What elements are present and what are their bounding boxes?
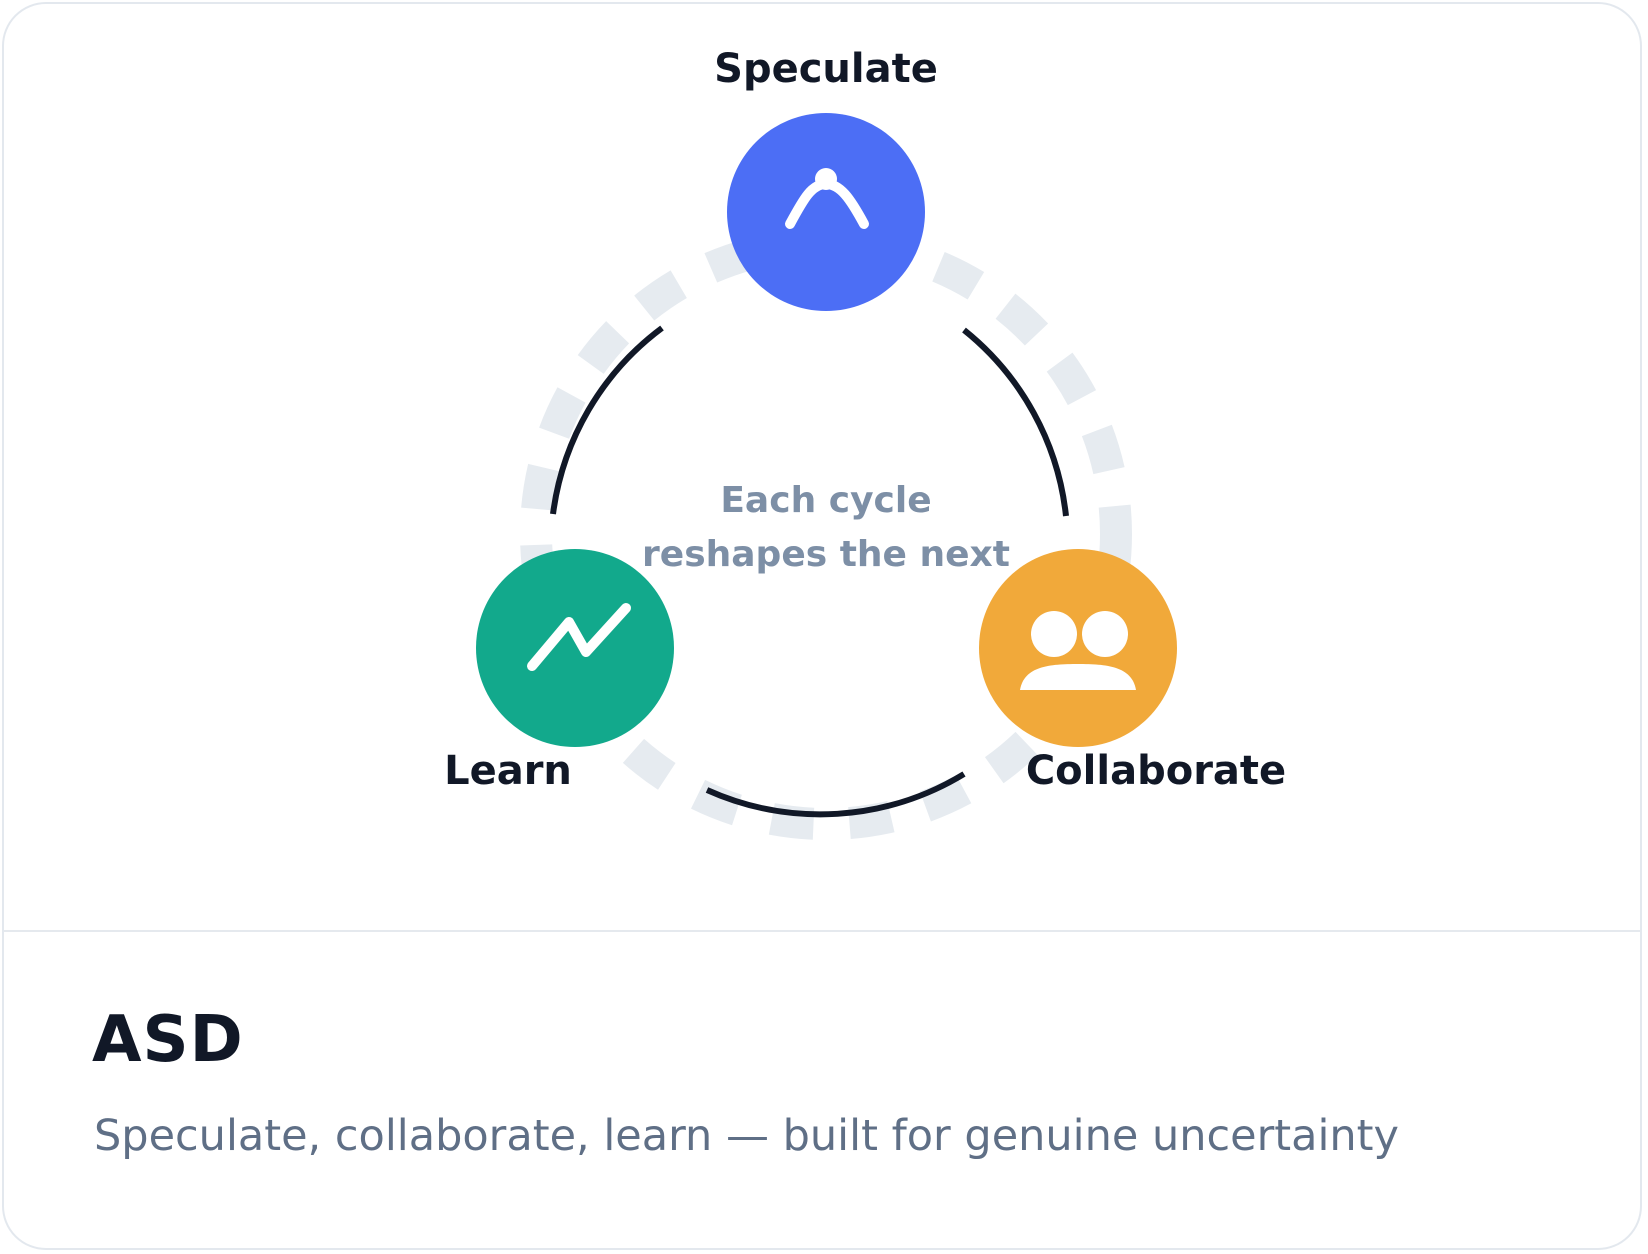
arc-speculate-to-collaborate bbox=[962, 327, 1069, 517]
card-title: ASD bbox=[92, 1003, 244, 1077]
arc-collaborate-to-learn bbox=[705, 771, 966, 818]
node-speculate: Speculate bbox=[714, 46, 938, 311]
card-description: Speculate, collaborate, learn — built fo… bbox=[94, 1111, 1399, 1161]
people-icon bbox=[1020, 611, 1136, 690]
card-divider bbox=[4, 930, 1640, 932]
node-learn: Learn bbox=[444, 549, 674, 794]
center-text-line-1: Each cycle bbox=[720, 480, 931, 521]
learn-label: Learn bbox=[444, 748, 572, 794]
speculate-label: Speculate bbox=[714, 46, 938, 92]
collaborate-circle bbox=[979, 549, 1177, 747]
collaborate-label: Collaborate bbox=[1026, 748, 1286, 794]
diagram-area: Each cycle reshapes the next Speculate L… bbox=[4, 4, 1640, 930]
speculate-circle bbox=[727, 113, 925, 311]
arch-icon bbox=[785, 168, 869, 229]
trend-line-icon bbox=[527, 603, 631, 671]
arc-learn-to-speculate bbox=[550, 325, 664, 515]
center-text-line-2: reshapes the next bbox=[642, 534, 1010, 575]
node-collaborate: Collaborate bbox=[979, 549, 1286, 794]
asd-cycle-diagram: Each cycle reshapes the next Speculate L… bbox=[444, 46, 1286, 840]
learn-circle bbox=[476, 549, 674, 747]
